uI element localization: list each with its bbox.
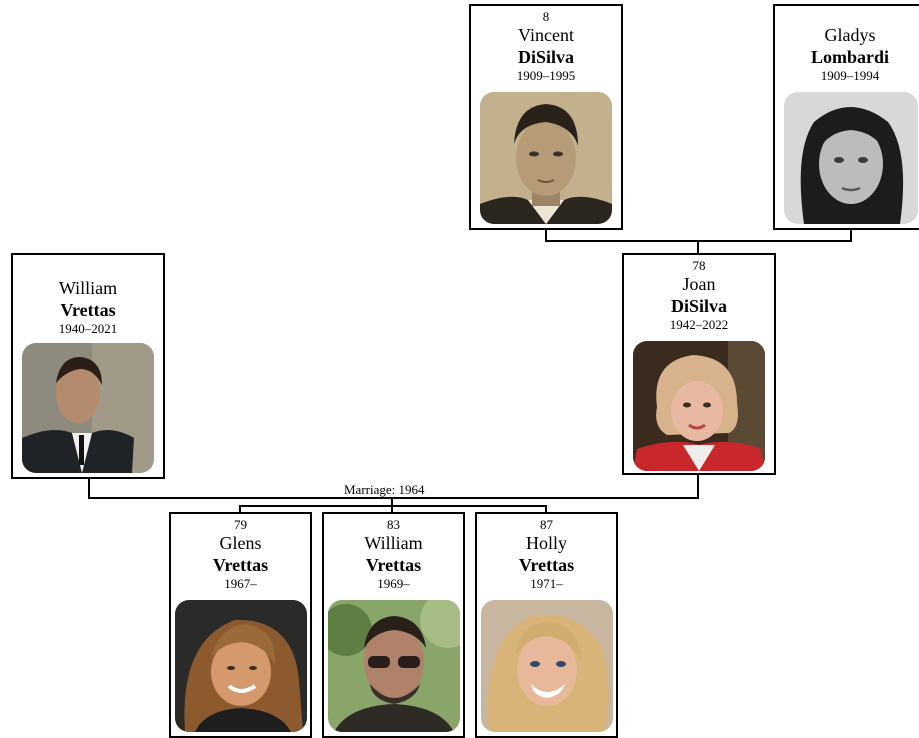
person-number: 83 bbox=[387, 517, 400, 532]
portrait-photo bbox=[784, 92, 918, 224]
person-last-name: Vrettas bbox=[60, 300, 116, 320]
children-connector-horizontal bbox=[239, 505, 547, 507]
child-connector-holly bbox=[545, 505, 547, 513]
person-last-name: DiSilva bbox=[670, 296, 727, 316]
person-dates: 1909–1995 bbox=[516, 68, 576, 83]
person-first-name: William bbox=[58, 278, 118, 298]
person-dates: 1909–1994 bbox=[820, 68, 880, 83]
person-first-name: Gladys bbox=[824, 25, 876, 45]
couple-connector-left bbox=[88, 477, 90, 499]
person-dates: 1969– bbox=[377, 576, 410, 591]
person-first-name: Joan bbox=[682, 274, 716, 294]
person-last-name: Lombardi bbox=[810, 47, 889, 67]
person-number: 79 bbox=[234, 517, 247, 532]
person-dates: 1967– bbox=[224, 576, 257, 591]
child-connector-william bbox=[391, 505, 393, 513]
person-card-holly-vrettas[interactable]: 87 Holly Vrettas 1971– bbox=[475, 512, 618, 738]
person-card-william-vrettas-1940[interactable]: William Vrettas 1940–2021 bbox=[11, 253, 165, 479]
parents-connector-left bbox=[545, 228, 547, 242]
person-card-vincent-disilva[interactable]: 8 Vincent DiSilva 1909–1995 bbox=[469, 4, 623, 230]
person-dates: 1940–2021 bbox=[58, 321, 118, 336]
person-first-name: William bbox=[364, 533, 423, 553]
couple-connector-right bbox=[697, 473, 699, 499]
person-card-gladys-lombardi[interactable]: Gladys Lombardi 1909–1994 bbox=[773, 4, 919, 230]
portrait-photo bbox=[22, 343, 154, 473]
person-number: 8 bbox=[542, 9, 550, 24]
person-card-joan-disilva[interactable]: 78 Joan DiSilva 1942–2022 bbox=[622, 253, 776, 475]
marriage-label: Marriage: 1964 bbox=[344, 482, 425, 497]
person-dates: 1971– bbox=[530, 576, 563, 591]
person-dates: 1942–2022 bbox=[669, 317, 729, 332]
person-last-name: Vrettas bbox=[212, 555, 269, 575]
person-number: 78 bbox=[692, 258, 706, 273]
child-connector-glens bbox=[239, 505, 241, 513]
portrait-photo bbox=[633, 341, 765, 471]
portrait-photo bbox=[175, 600, 307, 732]
couple-connector-horizontal bbox=[88, 497, 699, 499]
person-last-name: Vrettas bbox=[365, 555, 422, 575]
person-last-name: DiSilva bbox=[517, 47, 574, 67]
person-first-name: Vincent bbox=[518, 25, 574, 45]
portrait-photo bbox=[481, 600, 613, 732]
person-first-name: Glens bbox=[219, 533, 262, 553]
portrait-photo bbox=[480, 92, 612, 224]
person-first-name: Holly bbox=[525, 533, 567, 553]
person-number: 87 bbox=[540, 517, 553, 532]
portrait-photo bbox=[328, 600, 460, 732]
parents-to-child-connector bbox=[697, 240, 699, 254]
person-last-name: Vrettas bbox=[518, 555, 575, 575]
person-card-glens-vrettas[interactable]: 79 Glens Vrettas 1967– bbox=[169, 512, 312, 738]
couple-to-children-connector bbox=[391, 497, 393, 507]
parents-connector-right bbox=[850, 228, 852, 242]
person-card-william-vrettas-1969[interactable]: 83 William Vrettas 1969– bbox=[322, 512, 465, 738]
